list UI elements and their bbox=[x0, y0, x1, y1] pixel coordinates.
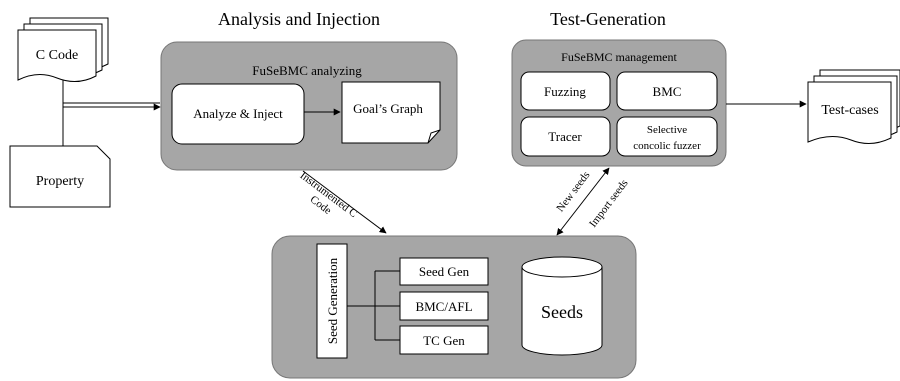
tracer-label: Tracer bbox=[548, 129, 582, 144]
bmc-afl-label: BMC/AFL bbox=[415, 299, 472, 314]
seeds-exchange-arrow bbox=[556, 167, 610, 236]
bmc-label: BMC bbox=[653, 84, 682, 99]
import-seeds-label: Import seeds bbox=[587, 177, 631, 229]
test-cases-document: Test-cases bbox=[807, 69, 900, 144]
seeds-database: Seeds bbox=[521, 256, 603, 356]
property-document: Property bbox=[9, 145, 111, 208]
seed-gen-box bbox=[399, 257, 489, 286]
fuzzing-label: Fuzzing bbox=[544, 84, 586, 99]
management-title: FuSeBMC management bbox=[561, 50, 677, 64]
seed-generation-label: Seed Generation bbox=[325, 257, 340, 344]
analyze-inject-label: Analyze & Inject bbox=[193, 106, 283, 121]
heading-analysis-injection: Analysis and Injection bbox=[218, 9, 380, 29]
goals-graph-box bbox=[341, 81, 441, 144]
seed-generation-box bbox=[316, 243, 348, 359]
selective-box bbox=[616, 116, 718, 157]
selective-label-line2: concolic fuzzer bbox=[633, 140, 701, 152]
tc-gen-label: TC Gen bbox=[423, 333, 465, 348]
seed-generation-tree bbox=[347, 270, 400, 341]
goals-graph-label: Goal’s Graph bbox=[353, 101, 423, 116]
analyzing-panel: FuSeBMC analyzing Analyze & Inject Goal’… bbox=[160, 41, 458, 171]
bmc-afl-box bbox=[399, 291, 489, 321]
c-code-label: C Code bbox=[36, 48, 78, 63]
selective-label-line1: Selective bbox=[647, 124, 687, 136]
seeds-label: Seeds bbox=[541, 302, 583, 322]
management-panel: FuSeBMC management Fuzzing BMC Tracer Se… bbox=[511, 39, 727, 167]
goals-graph-fold bbox=[427, 129, 441, 144]
analyzing-title: FuSeBMC analyzing bbox=[252, 63, 362, 78]
seed-gen-label: Seed Gen bbox=[419, 264, 470, 279]
analyze-inject-box bbox=[171, 83, 305, 145]
test-cases-label: Test-cases bbox=[821, 103, 878, 118]
new-seeds-label: New seeds bbox=[554, 169, 592, 214]
seed-generation-panel: Seed Generation Seed Gen BMC/AFL TC Gen … bbox=[271, 235, 637, 379]
property-label: Property bbox=[36, 174, 84, 189]
instrumented-code-arrow bbox=[302, 170, 387, 234]
bmc-box bbox=[616, 71, 718, 111]
fuzzing-box bbox=[520, 71, 611, 111]
heading-test-generation: Test-Generation bbox=[550, 9, 666, 29]
tracer-box bbox=[520, 116, 611, 157]
tc-gen-box bbox=[399, 325, 489, 355]
c-code-document: C Code bbox=[17, 17, 109, 82]
